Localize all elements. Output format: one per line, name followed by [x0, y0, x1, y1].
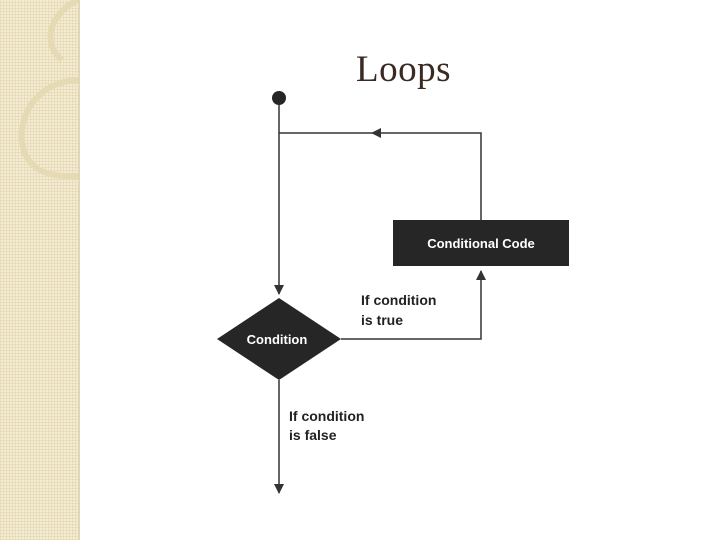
- decorative-side-band: [0, 0, 78, 540]
- false-branch-label-line1: If condition: [289, 408, 364, 424]
- side-band-swirl-ornament: [18, 0, 78, 180]
- conditional-code-box: [393, 220, 569, 266]
- condition-diamond: [217, 298, 341, 380]
- side-band-edge: [78, 0, 80, 540]
- true-branch-arrow: [341, 270, 486, 340]
- start-point: [272, 91, 286, 105]
- condition-label: Condition: [247, 332, 308, 347]
- conditional-code-label: Conditional Code: [427, 236, 535, 251]
- false-branch-label-line2: is false: [289, 427, 337, 443]
- true-branch-label-line1: If condition: [361, 292, 436, 308]
- slide-title: Loops: [356, 49, 451, 90]
- loop-back-arrow: [371, 128, 482, 220]
- true-branch-label-line2: is true: [361, 312, 403, 328]
